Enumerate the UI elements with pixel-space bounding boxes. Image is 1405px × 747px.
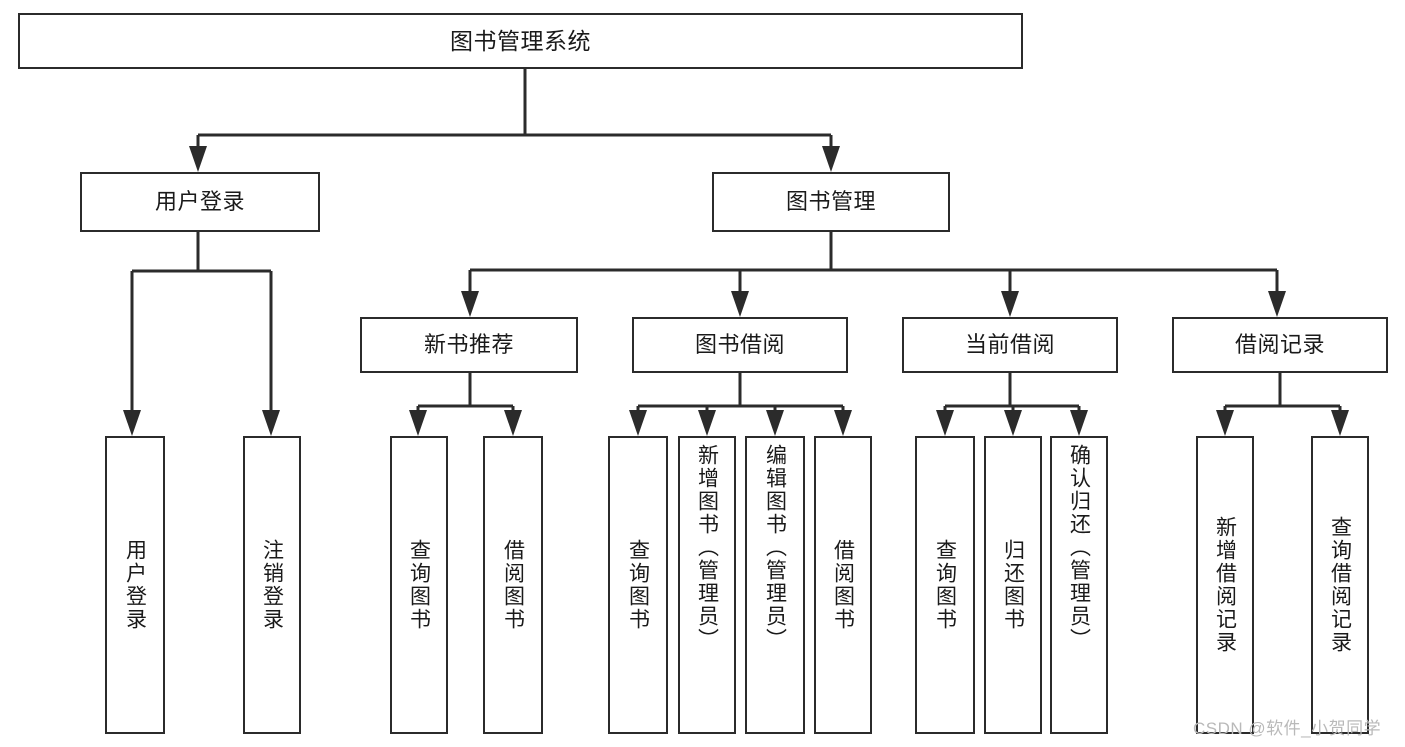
node-leaf-用户登录-0[interactable]: 用户登录 [105,436,165,734]
node-label: 查询图书 [407,539,431,631]
node-leaf-归还图书-9[interactable]: 归还图书 [984,436,1042,734]
node-label: 确认归还（管理员） [1067,444,1091,651]
node-leaf-编辑图书管理员-6[interactable]: 编辑图书（管理员） [745,436,805,734]
node-level1-图书管理-1[interactable]: 图书管理 [712,172,950,232]
node-leaf-注销登录-1[interactable]: 注销登录 [243,436,301,734]
node-leaf-借阅图书-3[interactable]: 借阅图书 [483,436,543,734]
node-label: 当前借阅 [964,332,1055,358]
node-label: 查询借阅记录 [1328,516,1352,654]
node-label: 查询图书 [626,539,650,631]
node-label: 归还图书 [1001,539,1025,631]
node-label: 查询图书 [933,539,957,631]
node-label: 图书借阅 [694,332,785,358]
node-leaf-借阅图书-7[interactable]: 借阅图书 [814,436,872,734]
node-leaf-新增图书管理员-5[interactable]: 新增图书（管理员） [678,436,736,734]
node-leaf-新增借阅记录-11[interactable]: 新增借阅记录 [1196,436,1254,734]
node-root-图书管理系统[interactable]: 图书管理系统 [18,13,1023,69]
node-level2-新书推荐-0[interactable]: 新书推荐 [360,317,578,373]
csdn-watermark: CSDN @软件_小贺同学 [1193,719,1382,738]
node-leaf-查询图书-2[interactable]: 查询图书 [390,436,448,734]
node-label: 用户登录 [123,539,147,631]
node-label: 新增借阅记录 [1213,516,1237,654]
node-label: 用户登录 [154,189,245,215]
node-label: 借阅记录 [1234,332,1325,358]
node-label: 编辑图书（管理员） [763,444,787,651]
node-level2-图书借阅-1[interactable]: 图书借阅 [632,317,848,373]
node-leaf-查询图书-8[interactable]: 查询图书 [915,436,975,734]
node-leaf-确认归还管理员-10[interactable]: 确认归还（管理员） [1050,436,1108,734]
node-level2-当前借阅-2[interactable]: 当前借阅 [902,317,1118,373]
node-label: 借阅图书 [831,539,855,631]
node-label: 新书推荐 [423,332,514,358]
node-label: 新增图书（管理员） [695,444,719,651]
node-label: 注销登录 [260,539,284,631]
node-label: 图书管理 [785,189,876,215]
node-leaf-查询借阅记录-12[interactable]: 查询借阅记录 [1311,436,1369,734]
node-label: 图书管理系统 [450,27,591,54]
node-level2-借阅记录-3[interactable]: 借阅记录 [1172,317,1388,373]
node-level1-用户登录-0[interactable]: 用户登录 [80,172,320,232]
node-leaf-查询图书-4[interactable]: 查询图书 [608,436,668,734]
node-label: 借阅图书 [501,539,525,631]
